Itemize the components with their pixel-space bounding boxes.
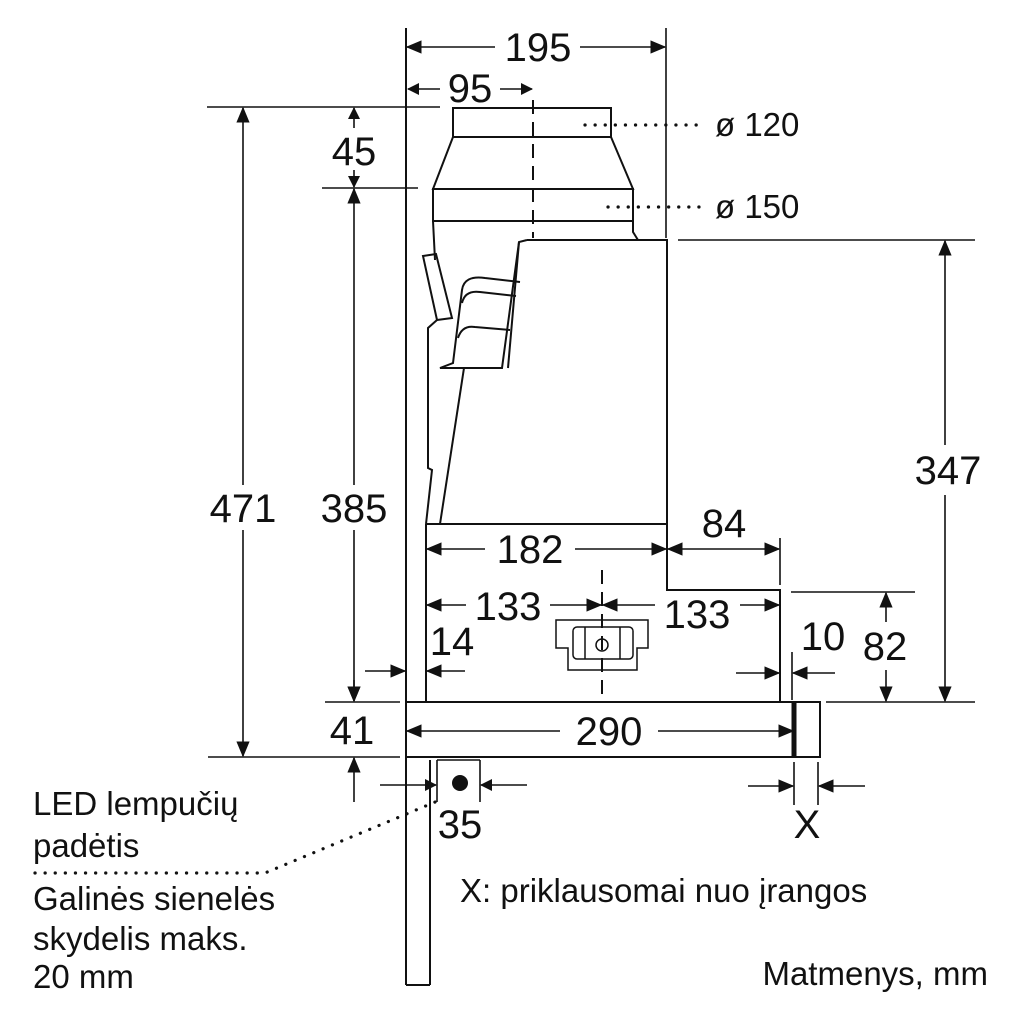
back-panel-note-line3: 20 mm	[33, 958, 134, 995]
dim-lower-width: 182	[497, 528, 564, 572]
dim-half-right: 133	[664, 593, 731, 637]
diameter-150-label: ø 150	[715, 188, 799, 225]
dim-total-height: 471	[210, 487, 277, 531]
dim-panel-height: 41	[330, 709, 375, 753]
led-position	[380, 759, 527, 802]
dim-panel-width: 290	[576, 710, 643, 754]
back-panel-note-line2: skydelis maks.	[33, 920, 248, 957]
dim-front-height: 82	[863, 625, 908, 669]
dim-left-gap: 14	[430, 620, 475, 664]
dim-front-x: X	[794, 803, 821, 847]
dim-top-width: 195	[505, 26, 572, 70]
dim-body-height: 347	[915, 449, 982, 493]
led-dot	[452, 775, 468, 791]
dim-inner-height: 385	[321, 487, 388, 531]
led-note-line1: LED lempučių	[33, 785, 238, 822]
led-note-line2: padėtis	[33, 827, 139, 864]
dim-center-offset: 95	[448, 67, 493, 111]
dim-rear-step: 84	[702, 502, 747, 546]
diameter-120-label: ø 120	[715, 106, 799, 143]
dim-right-gap: 10	[801, 615, 846, 659]
duct-connector	[431, 100, 639, 261]
motor-unit	[555, 570, 649, 695]
dim-led-offset: 35	[438, 803, 483, 847]
dimension-lines	[236, 40, 952, 802]
units-caption: Matmenys, mm	[762, 955, 988, 992]
back-wall-panel	[405, 28, 431, 986]
dim-half-left: 133	[475, 585, 542, 629]
extension-lines	[207, 28, 975, 805]
back-panel-note-line1: Galinės sienelės	[33, 880, 275, 917]
dim-duct-height: 45	[332, 130, 377, 174]
x-note: X: priklausomai nuo įrangos	[460, 872, 867, 909]
